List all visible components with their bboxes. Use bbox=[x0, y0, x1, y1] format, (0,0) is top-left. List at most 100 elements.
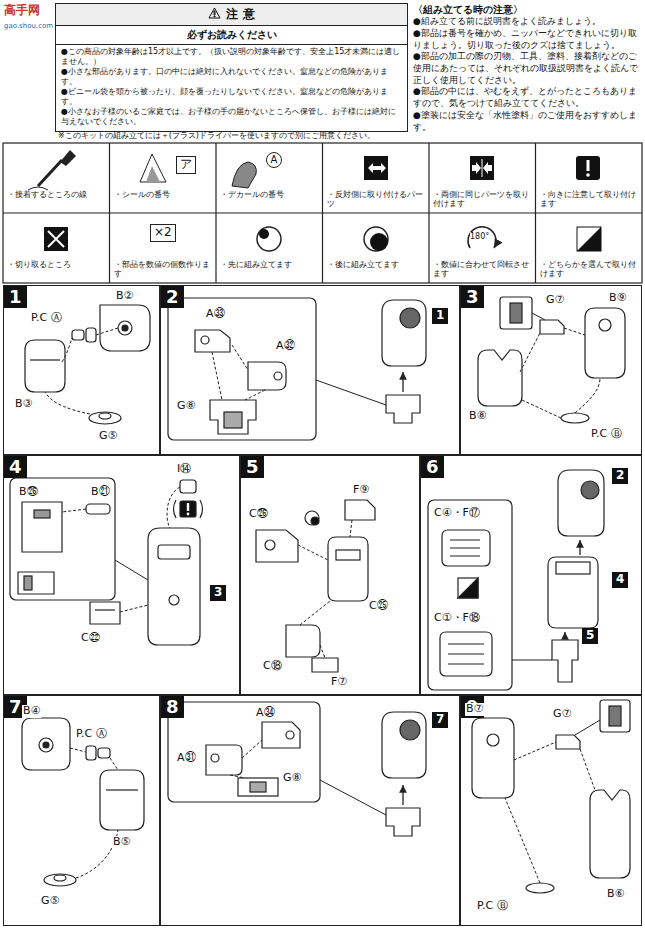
part-number: B⑥ bbox=[606, 888, 625, 901]
part-drawing bbox=[206, 745, 242, 775]
assembly-ref: 4 bbox=[612, 572, 628, 588]
legend-grid bbox=[109, 143, 110, 283]
part-drawing bbox=[99, 413, 111, 419]
warning-subtitle: 必ずお読みください bbox=[56, 26, 407, 45]
warning-box: 注 意必ずお読みください ●この商品の対象年齢は15才以上です。（扱い説明の対象年… bbox=[55, 3, 408, 132]
part-number: B⑤ bbox=[112, 836, 131, 849]
part-drawing bbox=[510, 303, 522, 323]
assembly-guide-dashed bbox=[350, 520, 352, 537]
decal-symbol: A bbox=[266, 152, 282, 168]
first-assembly-icon bbox=[257, 227, 281, 251]
warning-bullet: ●ビニール袋を頭から被ったり、顔を覆ったりしないでください。窒息などの危険があり… bbox=[56, 87, 407, 107]
caution-icon bbox=[586, 173, 590, 177]
part-drawing bbox=[86, 504, 110, 514]
assembly-guide-dashed bbox=[242, 740, 262, 758]
watermark-url: gao.shou.com bbox=[4, 22, 53, 30]
part-drawing bbox=[286, 625, 320, 657]
decal-icon bbox=[232, 162, 256, 188]
part-number: P.C Ⓐ bbox=[75, 728, 108, 741]
part-drawing bbox=[581, 481, 599, 499]
part-drawing bbox=[180, 480, 196, 493]
leader-lines bbox=[115, 560, 148, 580]
leader-lines bbox=[575, 720, 600, 735]
brush-icon bbox=[28, 187, 48, 190]
part-drawing bbox=[311, 517, 319, 525]
part-drawing bbox=[386, 395, 420, 423]
assembly-guide-dashed bbox=[564, 328, 585, 335]
legend-grid bbox=[428, 143, 429, 283]
legend-grid bbox=[3, 143, 642, 283]
assembly-guide-dashed bbox=[212, 352, 222, 400]
legend-text: ・デカールの番号 bbox=[220, 190, 318, 199]
assembly-guide-dashed bbox=[120, 605, 148, 612]
assembly-arrows bbox=[402, 372, 403, 392]
part-drawing bbox=[34, 510, 50, 518]
warning-header: 注 意 bbox=[56, 4, 407, 26]
part-drawing bbox=[248, 362, 286, 390]
part-drawing bbox=[450, 540, 480, 556]
assembly-ref: 2 bbox=[612, 468, 628, 484]
step-number: 2 bbox=[161, 286, 184, 308]
legend-text: ・先に組み立てます bbox=[220, 260, 318, 269]
note-item: ●塗装には安全な「水性塗料」のご使用をおすすめします。 bbox=[413, 110, 641, 133]
part-drawing bbox=[556, 735, 580, 749]
part-number: C㉒ bbox=[80, 632, 101, 645]
part-drawing bbox=[169, 595, 179, 605]
legend-text: ・接着するところの線 bbox=[7, 190, 105, 199]
legend-grid bbox=[322, 143, 323, 283]
step-panel: 5 bbox=[240, 455, 420, 695]
part-number: P.C Ⓑ bbox=[590, 428, 623, 441]
assembly-guide-dashed bbox=[300, 601, 330, 625]
warning-bullet: ●小さなお子様のいるご家庭では、お子様の手の届かないところへ保管し、お子様には絶… bbox=[56, 107, 407, 127]
warning-bullet: ●この商品の対象年齢は15才以上です。（扱い説明の対象年齢です、安全上15才未満… bbox=[56, 47, 407, 67]
both-sides-icon bbox=[470, 156, 494, 180]
assembly-guide-dashed bbox=[505, 798, 540, 883]
part-drawing bbox=[448, 644, 484, 664]
warning-bullet: ●小さな部品があります。口の中には絶対に入れないでください。窒息などの危険があり… bbox=[56, 67, 407, 87]
both-sides-icon bbox=[482, 159, 483, 177]
part-drawing bbox=[556, 562, 590, 574]
mirror-part-icon bbox=[364, 156, 388, 180]
assembly-guide-dashed bbox=[167, 487, 180, 528]
assembly-guide-dashed bbox=[62, 509, 86, 512]
part-drawing bbox=[552, 640, 578, 682]
rotate-icon bbox=[468, 227, 496, 248]
watermark: 高手网 bbox=[4, 4, 40, 18]
assembly-arrows bbox=[403, 372, 580, 805]
seal-icon bbox=[140, 154, 166, 182]
part-drawing bbox=[500, 297, 532, 329]
part-drawing bbox=[18, 572, 54, 594]
assembly-guide-dashed bbox=[522, 400, 561, 418]
assembly-guide-dashed bbox=[45, 328, 600, 883]
seal-icon bbox=[140, 154, 166, 182]
later-assembly-icon bbox=[370, 233, 388, 251]
part-drawing bbox=[478, 350, 522, 406]
part-number: C㉖ bbox=[248, 508, 269, 521]
assembly-guide-dashed bbox=[232, 345, 248, 370]
part-number: B③ bbox=[14, 398, 33, 411]
rotate-icon bbox=[468, 227, 496, 248]
part-drawing bbox=[400, 308, 420, 328]
part-drawing bbox=[89, 412, 121, 424]
choose-icon bbox=[577, 227, 601, 251]
part-number: G⑤ bbox=[98, 430, 118, 443]
part-drawing bbox=[472, 718, 514, 798]
part-drawing bbox=[440, 632, 492, 676]
caution-icon bbox=[576, 156, 600, 180]
part-drawing bbox=[548, 557, 598, 628]
part-drawing bbox=[90, 602, 120, 624]
part-drawing bbox=[428, 500, 512, 690]
part-drawing bbox=[22, 502, 62, 552]
part-number: A㉝ bbox=[205, 308, 226, 321]
part-drawing bbox=[25, 340, 65, 392]
legend-text: ・シールの番号 bbox=[114, 190, 212, 199]
part-drawing bbox=[95, 609, 115, 610]
part-drawing bbox=[265, 540, 275, 550]
part-drawing bbox=[100, 305, 150, 351]
part-number: C⑱ bbox=[262, 660, 283, 673]
part-drawing bbox=[195, 330, 230, 352]
first-assembly-icon bbox=[257, 227, 281, 251]
part-number: B㉖ bbox=[18, 486, 39, 499]
legend-text: ・反対側に取り付けるパーツ bbox=[327, 190, 425, 208]
assembly-guide-dashed bbox=[45, 392, 90, 414]
